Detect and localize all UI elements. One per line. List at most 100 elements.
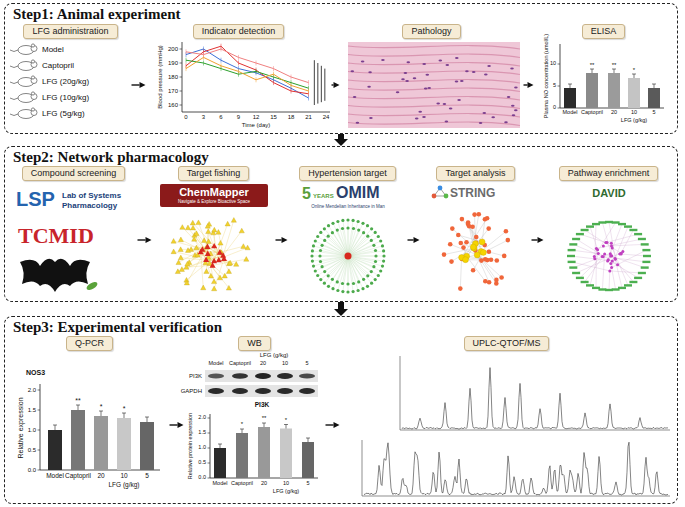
cell-nucleus (445, 120, 449, 122)
network-edge (450, 244, 477, 255)
axis-tick: 190 (168, 60, 178, 66)
string-icon (432, 186, 449, 199)
arrow-head (334, 422, 340, 428)
network-edge (348, 256, 359, 282)
target-node (372, 265, 375, 268)
category-label: 5 (145, 473, 149, 480)
target-node (312, 265, 315, 268)
error-bar (291, 75, 292, 80)
target-node (366, 235, 369, 238)
protein-node (472, 212, 477, 217)
target-node (346, 282, 349, 285)
axis-title: Time (day) (242, 122, 270, 128)
step-title: Step2: Network pharmacology (13, 149, 209, 166)
error-bar (186, 66, 187, 71)
bar (236, 433, 248, 478)
band-label: PI3K (189, 373, 202, 379)
target-node (228, 260, 233, 265)
arrow-shaft (170, 424, 178, 425)
error-bar (238, 55, 239, 60)
network-edge (348, 233, 364, 256)
network-edge (312, 256, 348, 257)
target-node (184, 280, 189, 285)
gene-node (602, 245, 605, 248)
gene-node (607, 258, 610, 261)
cell-nucleus (405, 80, 409, 82)
axis-tick: 5 (553, 83, 556, 89)
arrow-shaft (338, 302, 344, 309)
gene-node (614, 257, 617, 260)
compound-node (199, 246, 205, 251)
cell-nucleus (427, 87, 431, 89)
target-node (206, 229, 211, 234)
tissue-texture (348, 46, 520, 126)
target-node (217, 275, 222, 280)
pathway-node (567, 255, 575, 257)
target-node (374, 249, 377, 252)
axis-tick: 1.5 (28, 407, 36, 413)
compound-node (211, 258, 217, 263)
network-edge (348, 256, 349, 292)
target-node (205, 223, 210, 228)
hub-node (474, 252, 480, 258)
mouse-icon (10, 108, 37, 119)
cell-nucleus (511, 105, 515, 107)
network-edge (477, 255, 496, 284)
target-node (336, 229, 339, 232)
hub-node (479, 239, 485, 245)
axis-tick: 12 (253, 114, 260, 120)
error-bar (256, 77, 257, 82)
network-edge (607, 234, 638, 242)
target-node (341, 282, 344, 285)
network-edge (348, 220, 349, 256)
target-node (374, 231, 377, 234)
logo-text: 5 (302, 186, 311, 202)
compound-node (216, 257, 222, 262)
gene-node (597, 252, 600, 255)
target-node (185, 225, 190, 230)
arrow-head (334, 139, 348, 146)
target-node (377, 274, 380, 277)
axis-tick: 180 (168, 74, 178, 80)
bar (586, 73, 598, 108)
cell-nucleus (449, 107, 453, 109)
chromatogram-trace (364, 368, 668, 495)
muscle-fiber (348, 97, 520, 100)
chromatogram-line (364, 442, 668, 495)
axis-ticks (180, 49, 183, 105)
axis-tick: 24 (323, 114, 330, 120)
target-node (321, 265, 324, 268)
cell-nucleus (491, 116, 495, 118)
network-edge (460, 257, 461, 288)
gene-node (614, 258, 617, 261)
cell-nucleus (455, 57, 459, 59)
gene-node (610, 242, 613, 245)
section-header: UPLC-QTOF/MS (464, 336, 550, 351)
flow-arrow (334, 302, 348, 316)
target-node (176, 260, 181, 265)
blot-strip (205, 370, 318, 382)
network-edge (189, 246, 214, 262)
protein-node (499, 275, 504, 280)
target-node (374, 260, 377, 263)
significance-mark: * (633, 67, 635, 73)
logo-text: Pharmacology (62, 202, 117, 210)
network-edge (571, 256, 612, 261)
target-node (346, 226, 349, 229)
arrow-head (414, 237, 420, 243)
data-line (186, 57, 309, 91)
error-bar (221, 63, 222, 68)
target-node (352, 282, 355, 285)
target-node (357, 289, 360, 292)
error-bar (186, 58, 187, 63)
cell-nucleus (443, 103, 447, 105)
cell-nucleus (422, 63, 426, 65)
cell-nucleus (413, 77, 417, 79)
flow-arrow (170, 422, 184, 428)
network-edge (595, 224, 596, 259)
network-edge (325, 240, 348, 256)
target-node (194, 231, 199, 236)
network-edge (214, 224, 228, 261)
gene-node (595, 247, 598, 250)
